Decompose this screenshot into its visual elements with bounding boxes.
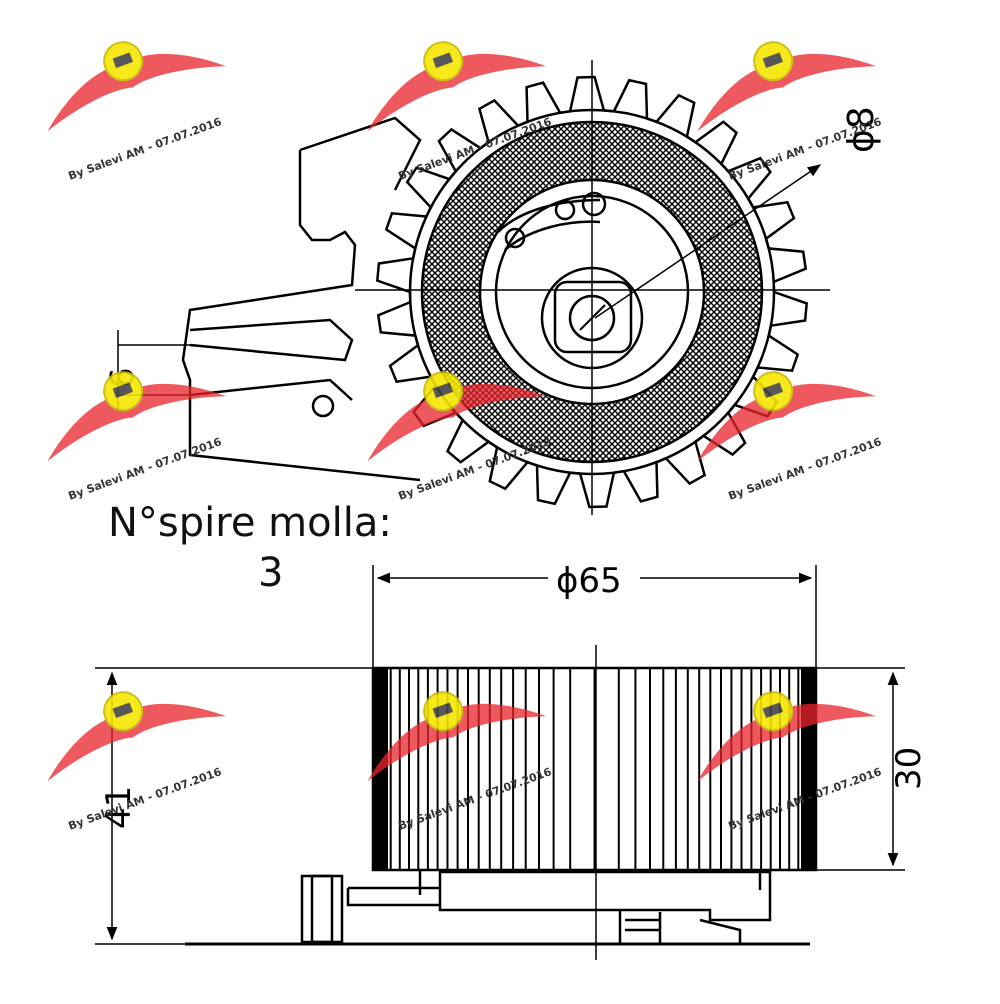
top-centerlines [355, 60, 830, 515]
diameter-65-dimension [372, 565, 817, 668]
spring-turns-value: 3 [258, 550, 284, 596]
bracket-hole [311, 394, 335, 418]
watermark-text: By Salevi AM - 07.07.2016 [67, 765, 224, 833]
spring-turns-label: N°spire molla: [108, 500, 392, 546]
watermark-text: By Salevi AM - 07.07.2016 [727, 435, 884, 503]
watermark-text: By Salevi AM - 07.07.2016 [67, 115, 224, 183]
tensioner-base [346, 870, 772, 922]
pulley-edge [801, 667, 817, 871]
watermark-layer [26, 9, 878, 783]
total-height-label: 41 [99, 786, 139, 829]
pulley-width-label: 30 [889, 747, 929, 790]
width-30-dimension [816, 667, 905, 871]
tensioner-bracket [181, 116, 422, 482]
pulley-diameter-label: ϕ65 [556, 561, 622, 601]
watermark-text: By Salevi AM - 07.07.2016 [397, 765, 554, 833]
hole-diameter-label: ϕ8 [841, 106, 882, 153]
watermark-text: By Salevi AM - 07.07.2016 [397, 435, 554, 503]
watermark-text: By Salevi AM - 07.07.2016 [67, 435, 224, 503]
